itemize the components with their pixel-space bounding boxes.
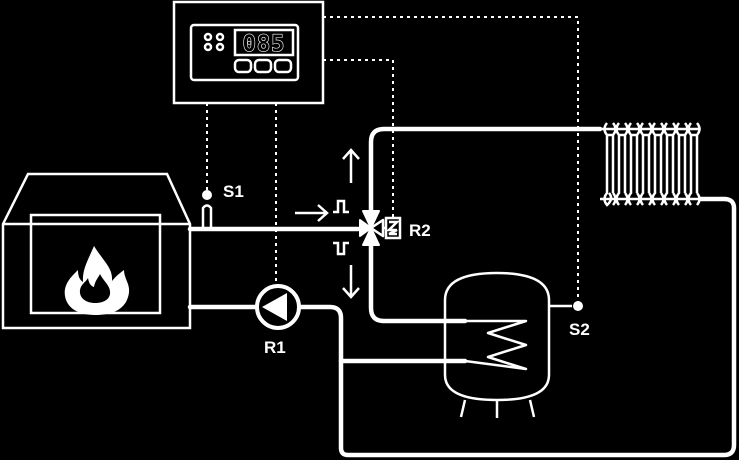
controller-display xyxy=(233,28,295,57)
boiler-icon xyxy=(1,172,192,330)
controller-box xyxy=(172,0,325,105)
temperature-sensor-icon: S1 xyxy=(201,182,244,229)
controller-panel xyxy=(189,23,300,82)
sensor-label-s2: S2 xyxy=(569,320,590,339)
pump-icon: R1 xyxy=(255,284,301,357)
actuator-icon: R2 xyxy=(383,216,431,240)
arrow-icon xyxy=(295,148,360,299)
sensor-label-s1: S1 xyxy=(223,182,244,201)
radiator-icon xyxy=(600,122,701,207)
hot-water-tank-icon: S2 xyxy=(443,271,590,418)
controller-leds xyxy=(203,32,225,52)
controller-display-value: 085 xyxy=(243,32,286,57)
signal-wires xyxy=(206,16,579,306)
valve-label-r2: R2 xyxy=(409,221,431,240)
pump-label-r1: R1 xyxy=(264,338,286,357)
heat-exchanger-coil-icon xyxy=(464,319,528,371)
mixing-valve-icon xyxy=(359,210,385,246)
flame-icon xyxy=(64,246,130,315)
controller: 085 xyxy=(172,0,325,105)
temperature-sensor-icon xyxy=(573,301,583,311)
controller-buttons xyxy=(233,58,293,74)
